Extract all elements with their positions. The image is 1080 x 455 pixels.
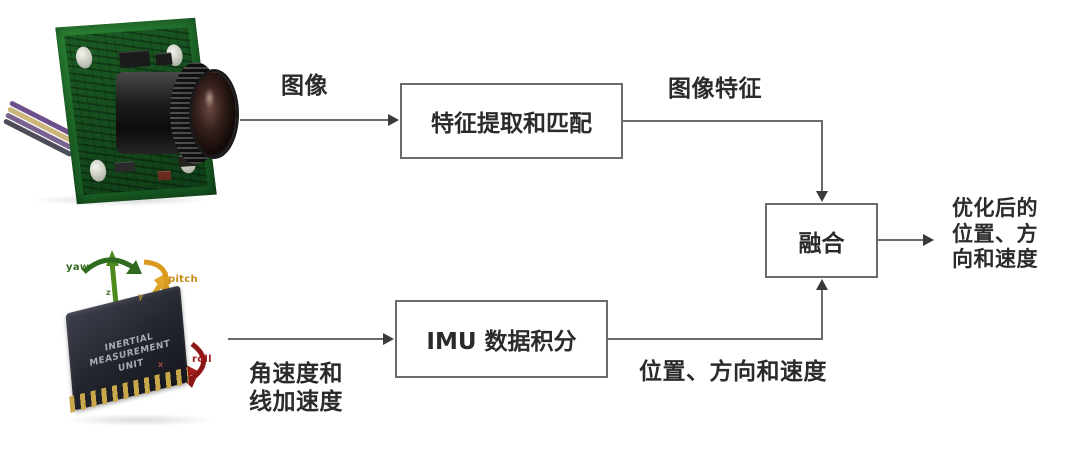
edge-label-angular-linear: 角速度和 线加速度	[249, 361, 343, 416]
camera-ic	[157, 170, 172, 181]
edge-feature-to-fusion-v	[821, 120, 823, 192]
edge-camera-to-feature	[240, 119, 390, 121]
fusion-box[interactable]: 融合	[765, 203, 878, 278]
fusion-label: 融合	[798, 230, 845, 257]
arrow-into-feature-box	[388, 114, 399, 126]
edge-label-image: 图像	[281, 73, 328, 99]
edge-imu-to-fusion-v	[821, 290, 823, 340]
arrow-into-fusion-bottom	[816, 279, 828, 290]
edge-imu-to-fusion-h	[608, 338, 823, 340]
arrow-into-imu-box	[383, 333, 394, 345]
roll-label: roll	[192, 354, 212, 365]
edge-fusion-to-output	[878, 239, 925, 241]
feature-extraction-box[interactable]: 特征提取和匹配	[400, 83, 623, 159]
z-axis-label: z	[106, 288, 111, 297]
x-axis-label: x	[158, 360, 164, 369]
feature-extraction-label: 特征提取和匹配	[431, 111, 592, 137]
edge-feature-to-fusion-h	[623, 120, 823, 122]
camera-module-photo	[2, 14, 240, 214]
camera-mount-pad	[88, 159, 108, 183]
arrow-into-fusion-top	[816, 191, 828, 202]
camera-mount-pad	[74, 46, 94, 70]
camera-ic	[114, 161, 136, 173]
arrow-output	[923, 234, 934, 246]
camera-ic	[118, 50, 151, 69]
imu-shadow	[64, 414, 214, 426]
edge-imu-sensor-to-box	[228, 338, 385, 340]
imu-chip-photo: INERTIAL MEASUREMENT UNIT yaw pitch roll…	[40, 238, 246, 434]
output-label-optimized-pose: 优化后的 位置、方 向和速度	[952, 196, 1038, 272]
yaw-label: yaw	[66, 262, 90, 273]
edge-label-image-features: 图像特征	[668, 76, 762, 102]
edge-label-pose-velocity: 位置、方向和速度	[639, 359, 827, 385]
diagram-title: 视觉惯性里程计数据流程图	[0, 21, 1, 22]
y-axis-label: y	[138, 292, 144, 301]
camera-lens-glass	[192, 72, 236, 156]
pitch-label: pitch	[168, 274, 198, 285]
imu-integration-box[interactable]: IMU 数据积分	[395, 300, 608, 378]
camera-lens-glint	[204, 88, 215, 108]
camera-ic	[155, 52, 173, 66]
imu-integration-label: IMU 数据积分	[426, 329, 577, 355]
